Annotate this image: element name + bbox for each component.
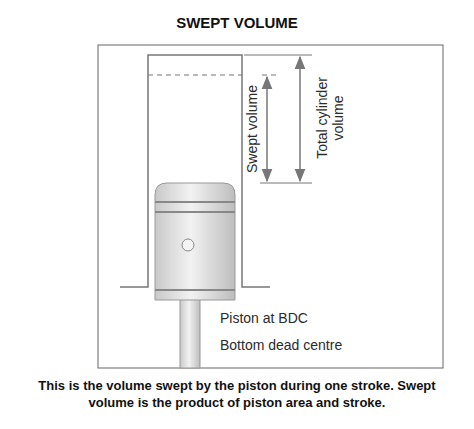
dimension-arrow	[266, 77, 268, 181]
part-label: Piston at BDC	[220, 310, 308, 326]
connecting-rod	[180, 296, 200, 368]
diagram-caption: This is the volume swept by the piston d…	[22, 378, 452, 412]
frame	[98, 45, 443, 368]
dimension-label: Swept volume	[244, 72, 260, 186]
tdc-line	[148, 75, 242, 76]
piston-ring	[155, 289, 235, 291]
gudgeon-pin	[182, 239, 194, 251]
part-label: Bottom dead centre	[220, 337, 342, 353]
piston-ring	[155, 211, 235, 213]
dimension-label: Total cylinder volume	[314, 60, 346, 176]
dimension-arrow	[299, 57, 301, 181]
extension-line	[244, 55, 312, 56]
piston	[155, 183, 235, 300]
diagram-title: SWEPT VOLUME	[0, 14, 474, 31]
piston-ring	[155, 201, 235, 203]
